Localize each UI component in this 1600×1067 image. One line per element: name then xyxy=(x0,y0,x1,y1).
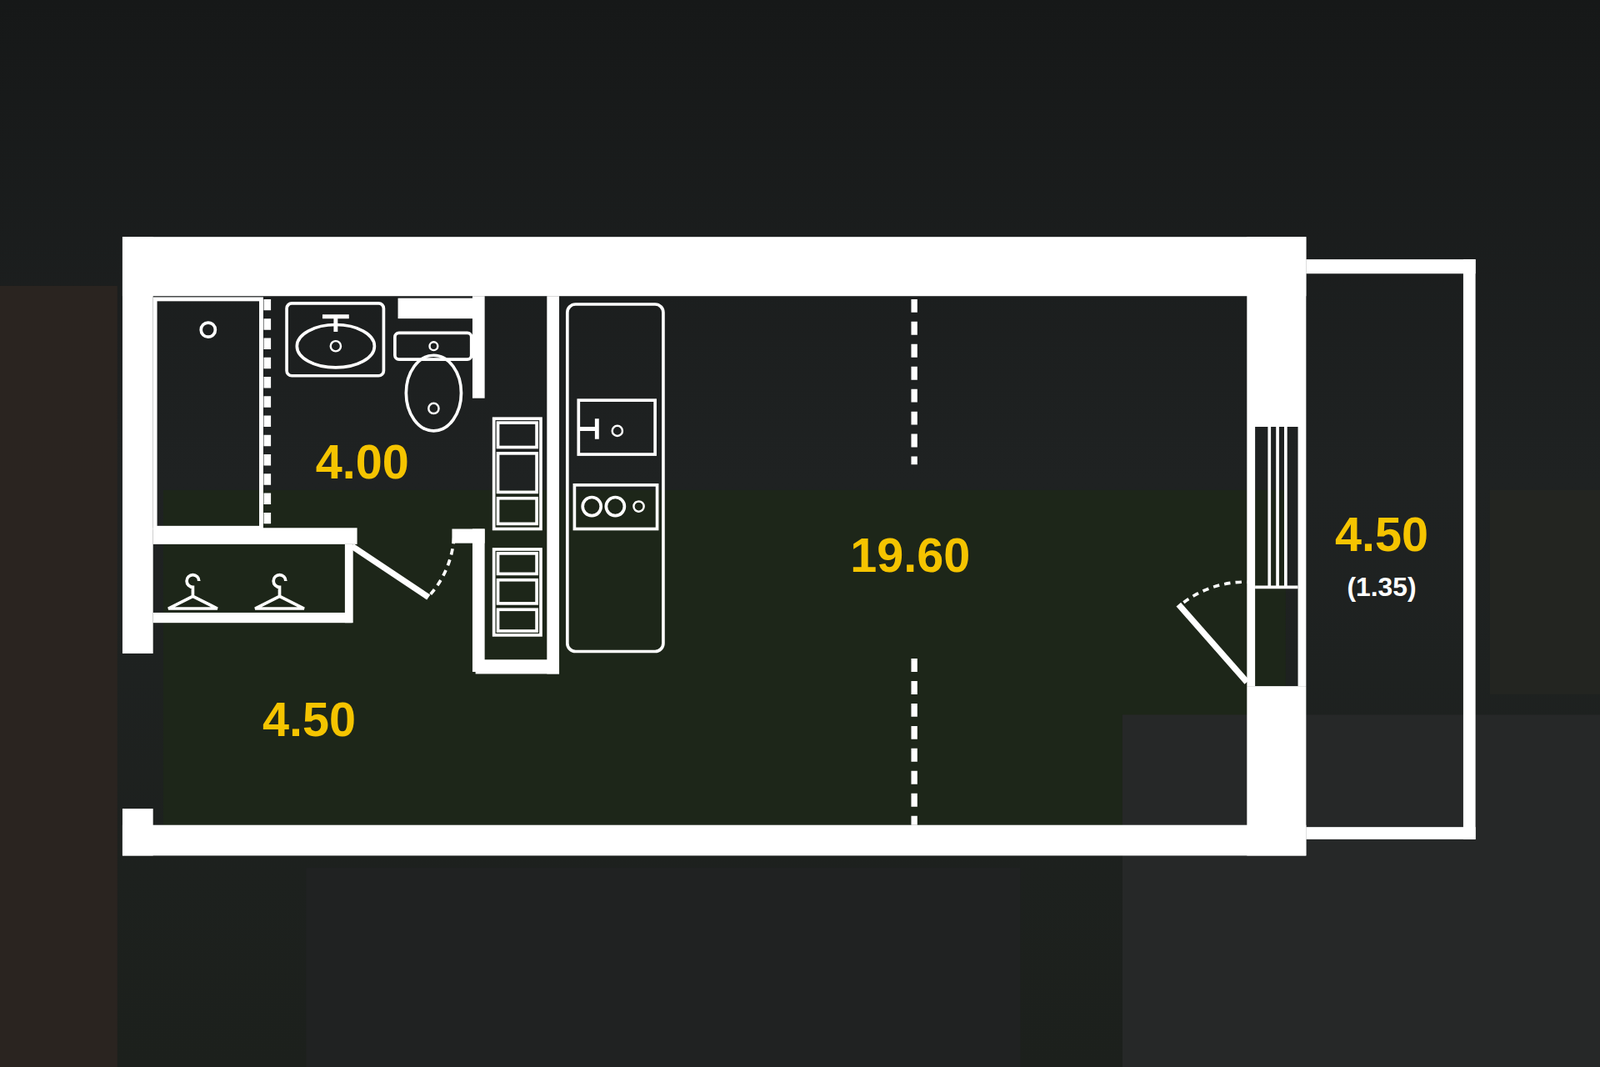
balcony-area: 4.50 xyxy=(1335,510,1429,560)
room-area: 4.00 xyxy=(315,438,410,487)
balcony-reduced-area: (1.35) xyxy=(1346,574,1416,601)
walls xyxy=(122,236,1476,855)
fixtures xyxy=(155,299,1298,825)
room-area: 19.60 xyxy=(850,532,970,581)
room-area: 4.50 xyxy=(262,696,356,745)
